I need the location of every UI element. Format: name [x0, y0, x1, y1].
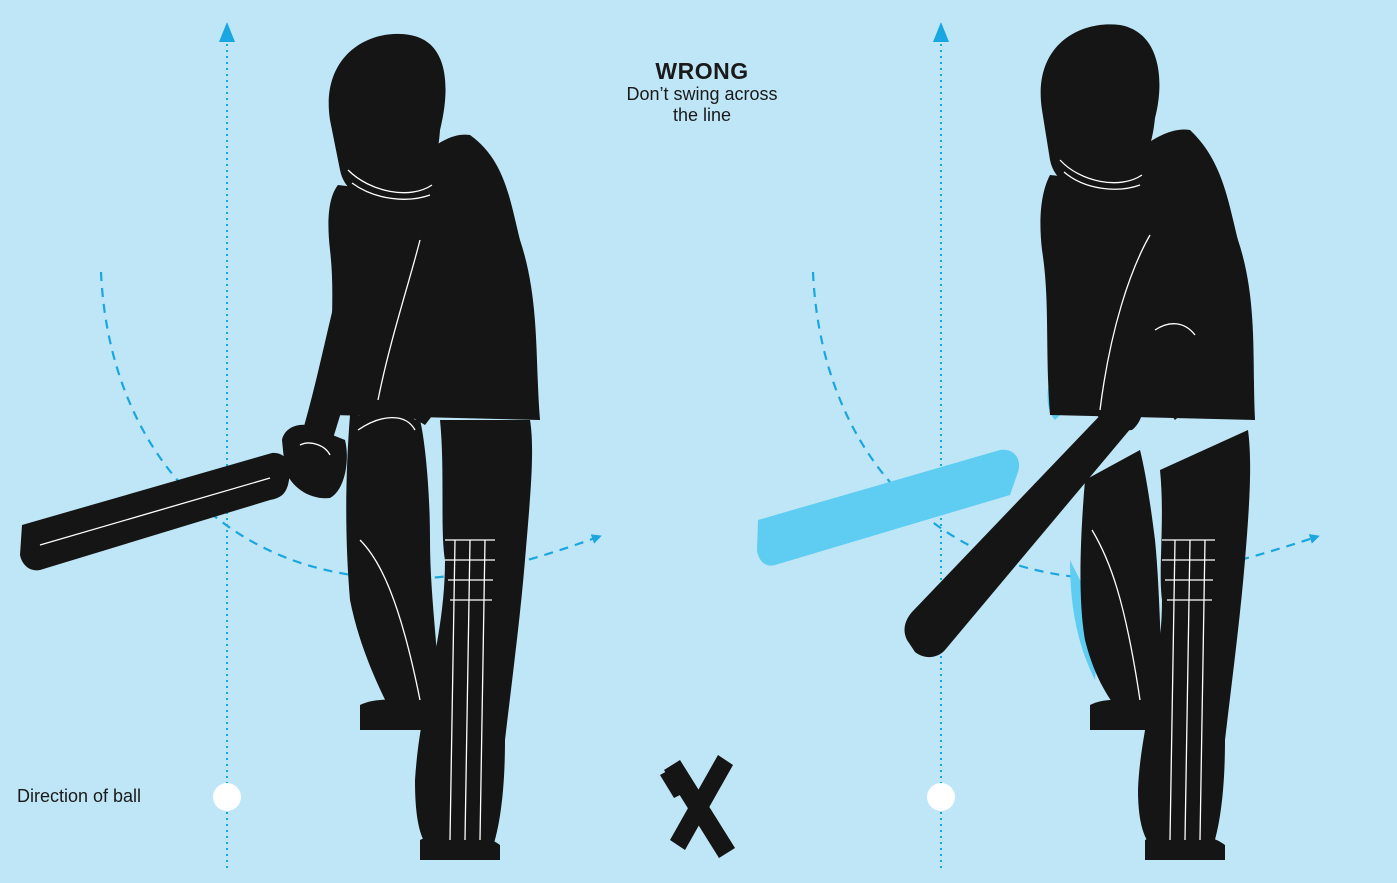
- batsman-silhouette: [20, 34, 540, 860]
- batsman-silhouette-right: [905, 24, 1255, 860]
- ball-direction-arrow-icon: [219, 22, 235, 42]
- heading-subtitle-line1: Don’t swing across: [582, 84, 822, 105]
- heading-title: WRONG: [582, 58, 822, 84]
- direction-of-ball-label: Direction of ball: [17, 786, 141, 807]
- heading-block: WRONG Don’t swing across the line: [582, 58, 822, 126]
- right-panel: [757, 22, 1316, 868]
- left-panel: [20, 22, 598, 868]
- ball-direction-arrow-icon-right: [933, 22, 949, 42]
- ball-icon-right: [927, 783, 955, 811]
- heading-subtitle-line2: the line: [582, 105, 822, 126]
- cross-icon: [660, 755, 735, 858]
- ball-icon: [213, 783, 241, 811]
